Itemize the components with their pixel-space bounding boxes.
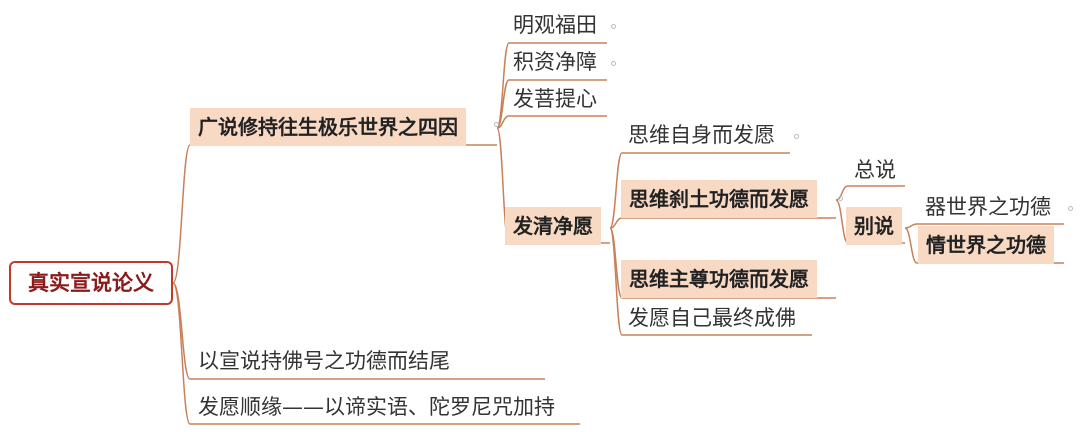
collapse-dot-icon[interactable] <box>838 196 843 201</box>
topic-four-causes[interactable]: 广说修持往生极乐世界之四因 <box>190 108 466 146</box>
collapse-dot-icon[interactable] <box>794 134 799 139</box>
connector-root-four-causes <box>172 144 497 284</box>
connector-root-conditions <box>172 282 580 425</box>
connector-realm <box>609 217 836 229</box>
root-topic[interactable]: 真实宣说论义 <box>9 261 173 305</box>
connector-buddha <box>609 227 812 336</box>
topic-sentient[interactable]: 情世界之功德 <box>918 226 1054 264</box>
topic-bodhicitta[interactable]: 发菩提心 <box>513 87 597 111</box>
collapse-dot-icon[interactable] <box>611 24 616 29</box>
connector-accumulate <box>496 79 607 129</box>
topic-accumulate[interactable]: 积资净障 <box>513 50 597 74</box>
topic-conditions[interactable]: 发愿顺缘——以谛实语、陀罗尼咒加持 <box>198 395 555 419</box>
connector-self <box>609 152 790 229</box>
collapse-dot-icon[interactable] <box>611 61 616 66</box>
topic-specific[interactable]: 别说 <box>846 207 902 245</box>
connector-vessel <box>904 223 1064 229</box>
topic-merit-field[interactable]: 明观福田 <box>513 13 597 37</box>
topic-buddha[interactable]: 发愿自己最终成佛 <box>628 306 796 330</box>
connector-bodhicitta <box>496 115 607 129</box>
topic-self[interactable]: 思维自身而发愿 <box>628 123 775 147</box>
topic-vessel[interactable]: 器世界之功德 <box>925 195 1051 219</box>
connector-sentient <box>904 227 1064 264</box>
collapse-dot-icon[interactable] <box>1068 206 1073 211</box>
topic-general[interactable]: 总说 <box>854 158 896 182</box>
topic-ending[interactable]: 以宣说持佛号之功德而结尾 <box>198 349 450 373</box>
connector-general <box>835 185 905 201</box>
topic-pure-vow[interactable]: 发清净愿 <box>505 207 601 245</box>
topic-lord[interactable]: 思维主尊功德而发愿 <box>621 260 817 298</box>
collapse-dot-icon[interactable] <box>494 122 499 127</box>
topic-realm[interactable]: 思维刹土功德而发愿 <box>621 180 817 218</box>
